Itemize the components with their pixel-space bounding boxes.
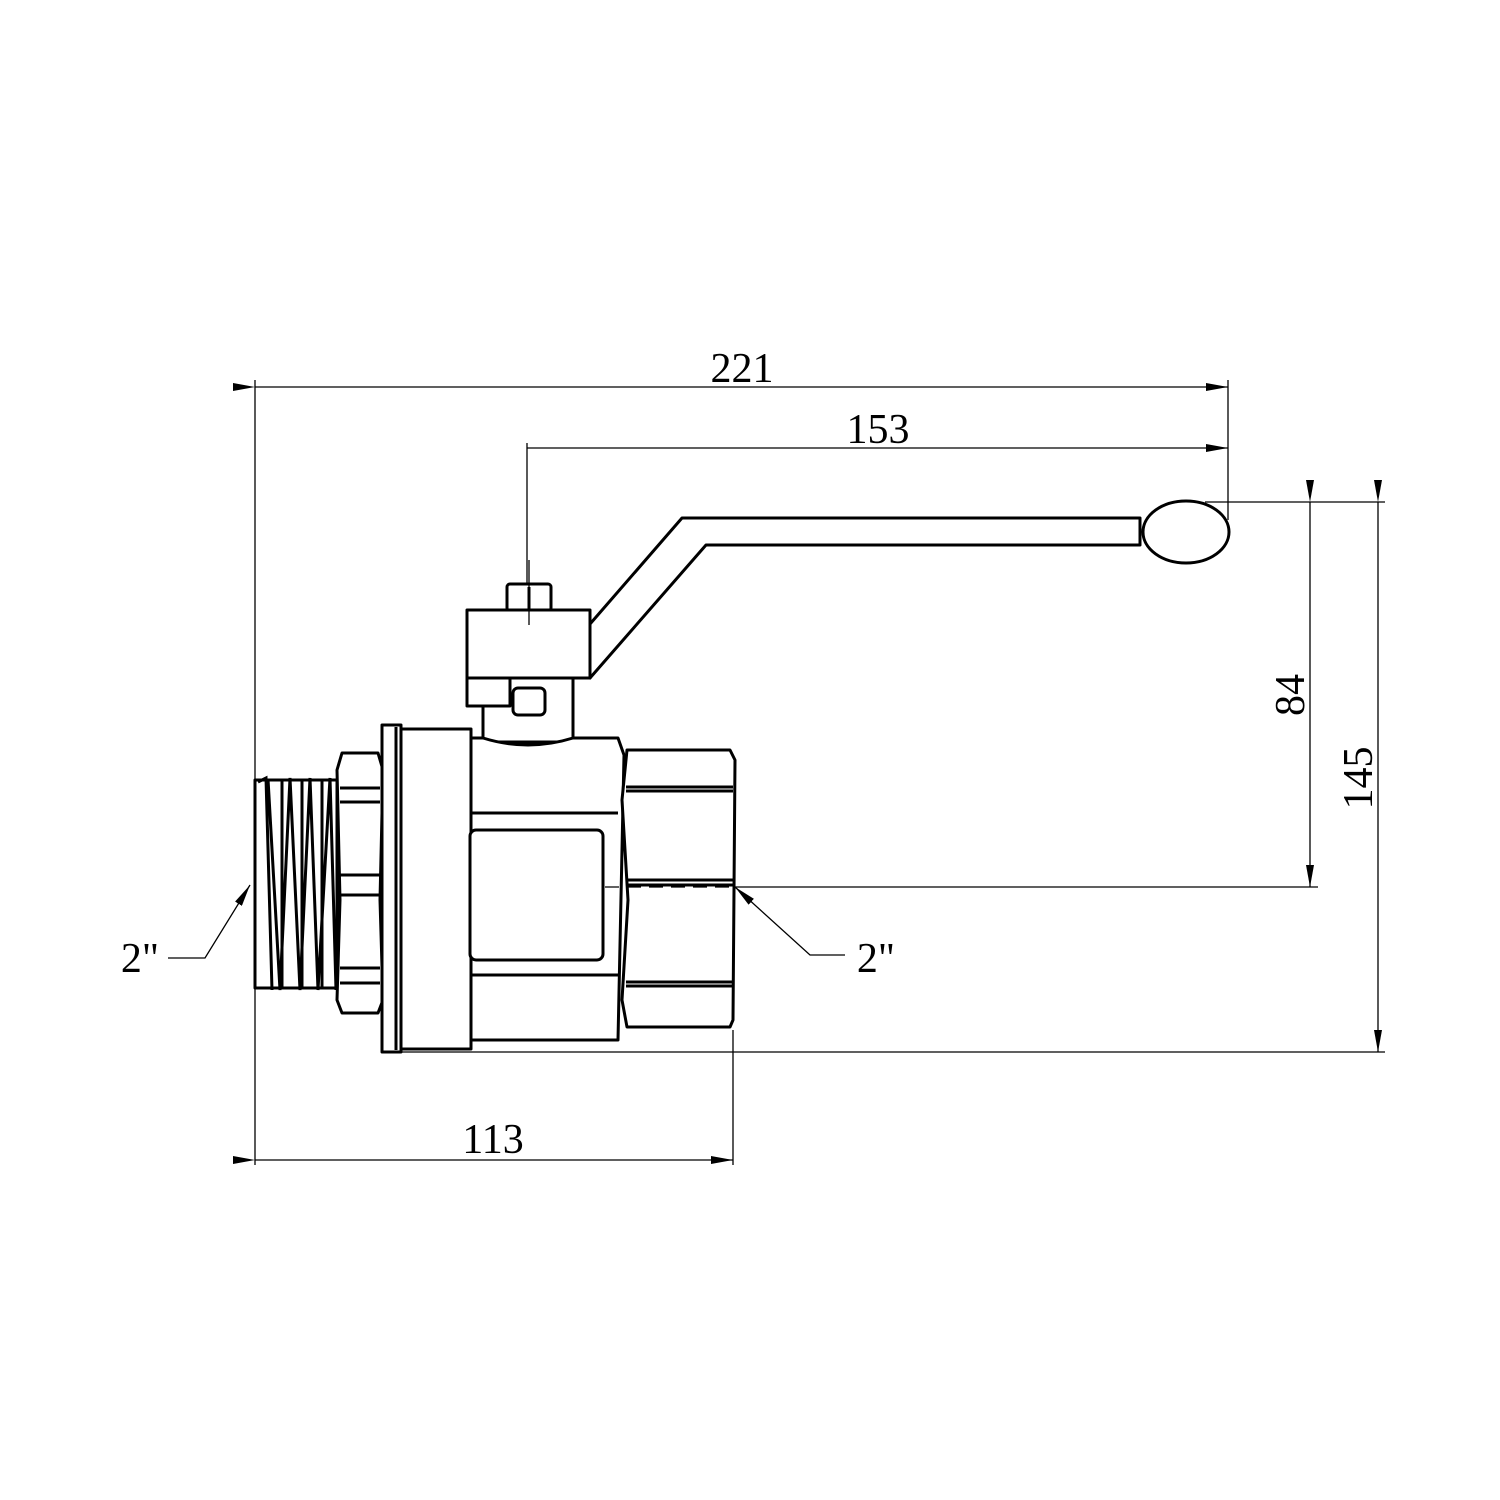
dim-153-label: 153 (847, 407, 910, 453)
left-thread-label: 2" (121, 936, 159, 982)
dimension-lines (168, 383, 1382, 1164)
stem-assembly (465, 582, 592, 744)
flange (380, 723, 403, 1054)
union-hex-nut (335, 751, 385, 1015)
stop-pin (511, 686, 547, 717)
lever-handle (588, 499, 1231, 680)
left-thread-leader (168, 884, 251, 959)
right-thread-leader (734, 886, 845, 956)
handle-grip (1141, 499, 1231, 565)
extension-lines (254, 380, 1385, 1165)
union-body (399, 727, 473, 1051)
stop-block (465, 676, 512, 708)
right-thread-label: 2" (857, 936, 895, 982)
male-thread (253, 775, 339, 991)
dim-84-label: 84 (1268, 674, 1314, 716)
female-hex-end (620, 748, 737, 1029)
dim-113-label: 113 (462, 1117, 523, 1163)
body-window (468, 828, 605, 962)
handle-bar (588, 516, 1142, 680)
dim-221-label: 221 (711, 346, 774, 392)
valve-body (468, 736, 626, 1042)
dim-145-label: 145 (1336, 747, 1382, 810)
